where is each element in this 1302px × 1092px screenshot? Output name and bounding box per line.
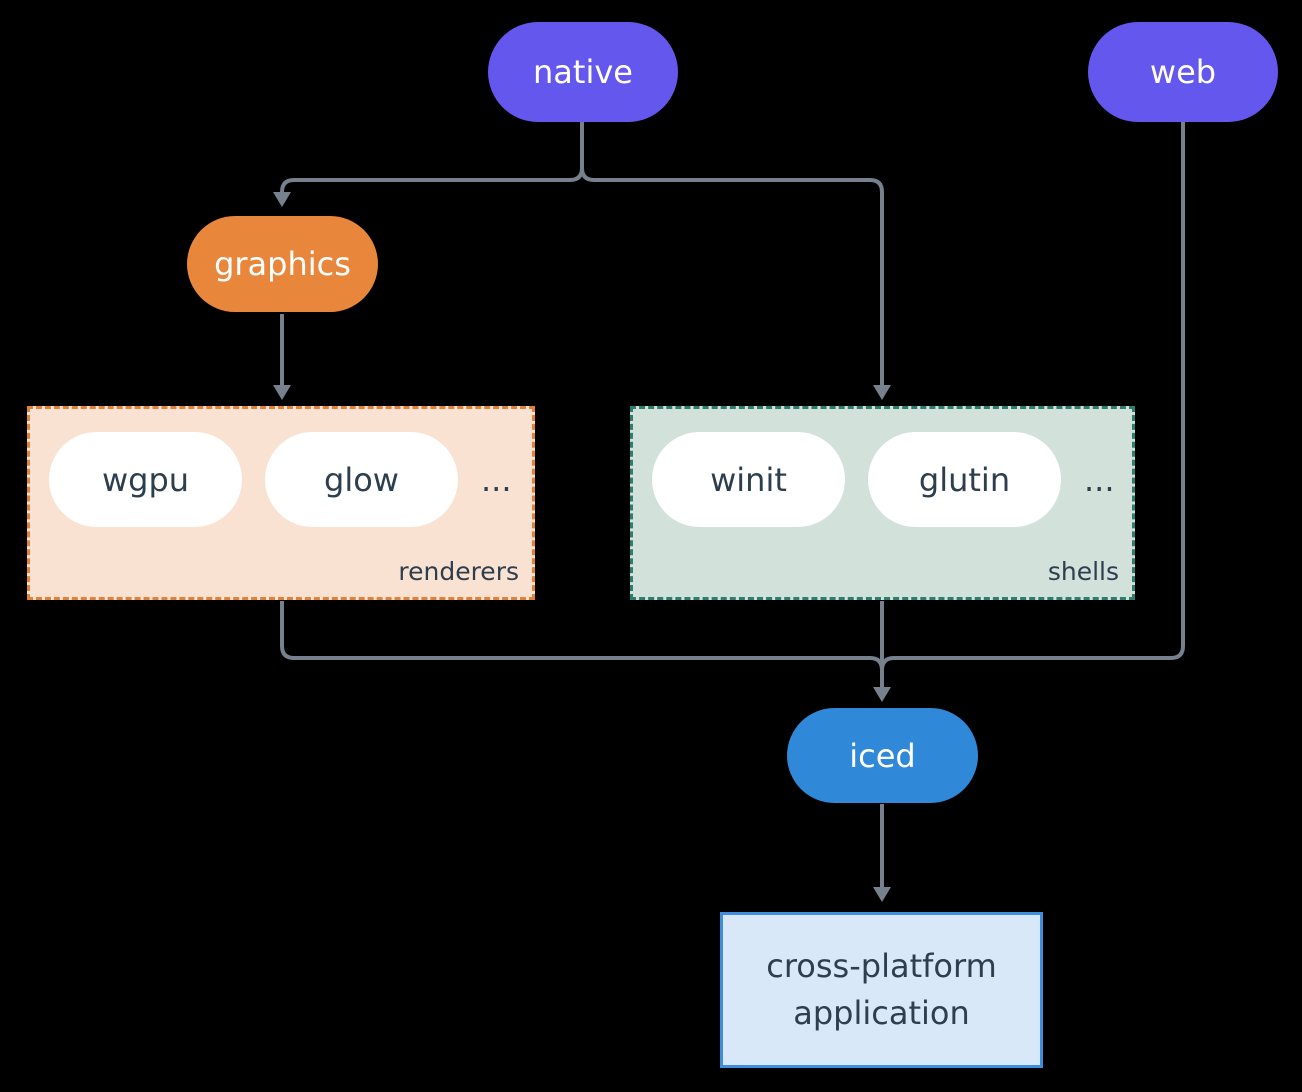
shells-ellipsis: ... [1084, 460, 1115, 499]
node-graphics: graphics [187, 216, 378, 312]
group-shells: winit glutin ... shells [630, 406, 1135, 600]
group-renderers-label: renderers [398, 557, 519, 586]
node-native: native [488, 22, 678, 122]
node-iced: iced [787, 708, 978, 803]
edge-native-to-graphics [280, 120, 584, 199]
node-winit: winit [652, 432, 845, 527]
group-renderers-items: wgpu glow ... [49, 432, 512, 527]
edge-native-to-shells [580, 120, 884, 392]
edge-renderers-to-iced [280, 601, 884, 671]
node-glow-label: glow [324, 460, 399, 499]
arrowhead-iced [873, 687, 891, 702]
node-web-label: web [1149, 53, 1217, 91]
node-cross-platform-application: cross-platform application [720, 912, 1043, 1068]
node-wgpu: wgpu [49, 432, 242, 527]
renderers-ellipsis: ... [481, 460, 512, 499]
application-label-line2: application [793, 994, 970, 1032]
node-glutin-label: glutin [918, 460, 1011, 499]
node-glutin: glutin [868, 432, 1061, 527]
node-web: web [1088, 22, 1278, 122]
group-shells-items: winit glutin ... [652, 432, 1115, 527]
arrowhead-shells [873, 385, 891, 400]
node-winit-label: winit [710, 460, 787, 499]
arrowhead-application [873, 887, 891, 902]
group-shells-label: shells [1047, 557, 1119, 586]
node-glow: glow [265, 432, 458, 527]
node-graphics-label: graphics [214, 245, 351, 283]
node-wgpu-label: wgpu [101, 460, 190, 499]
arrowhead-graphics [273, 192, 291, 207]
application-label-line1: cross-platform [766, 947, 997, 985]
group-renderers: wgpu glow ... renderers [27, 406, 535, 600]
node-native-label: native [533, 53, 633, 91]
node-iced-label: iced [849, 736, 916, 775]
arrowhead-renderers [273, 385, 291, 400]
